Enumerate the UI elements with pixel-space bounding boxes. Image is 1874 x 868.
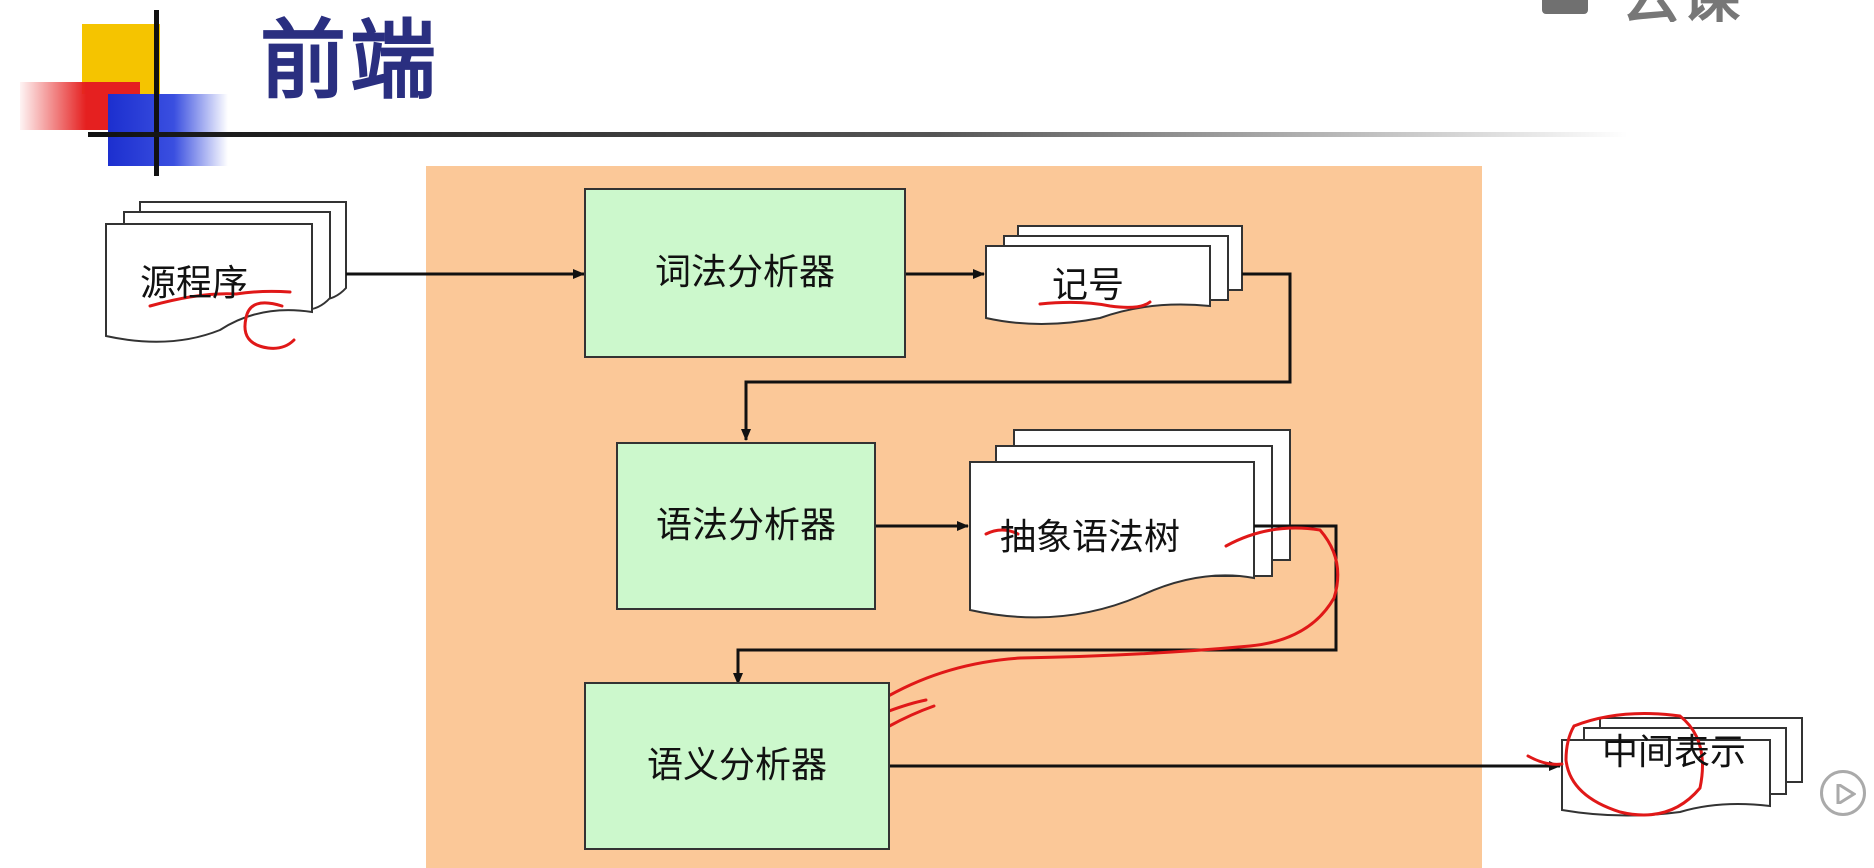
intermediate-label: 中间表示 — [1601, 732, 1746, 773]
play-icon — [1836, 784, 1856, 804]
watermark: 云课堂 — [1538, 0, 1778, 22]
slide-title: 前端 — [260, 11, 440, 111]
semantic-analyzer-box: 语义分析器 — [584, 682, 890, 850]
lexical-analyzer-label: 词法分析器 — [654, 251, 835, 293]
source-program-doc — [105, 201, 347, 343]
ast-doc — [969, 429, 1291, 619]
watermark-logo-icon — [1542, 0, 1588, 14]
syntax-analyzer-label: 语法分析器 — [655, 504, 836, 546]
source-program-label: 源程序 — [140, 263, 249, 304]
logo-vertical-line — [154, 10, 159, 176]
watermark-text: 云课堂 — [1622, 0, 1778, 22]
syntax-analyzer-box: 语法分析器 — [616, 442, 876, 610]
title-underline — [88, 132, 1628, 137]
handwritten-annotations — [148, 253, 1704, 817]
ast-label: 抽象语法树 — [1000, 517, 1181, 558]
logo-blue-square — [108, 94, 228, 166]
tokens-label: 记号 — [1052, 265, 1125, 306]
play-button[interactable] — [1820, 770, 1866, 816]
lexical-analyzer-box: 词法分析器 — [584, 188, 906, 358]
semantic-analyzer-label: 语义分析器 — [646, 744, 827, 786]
connectors — [346, 269, 1561, 771]
